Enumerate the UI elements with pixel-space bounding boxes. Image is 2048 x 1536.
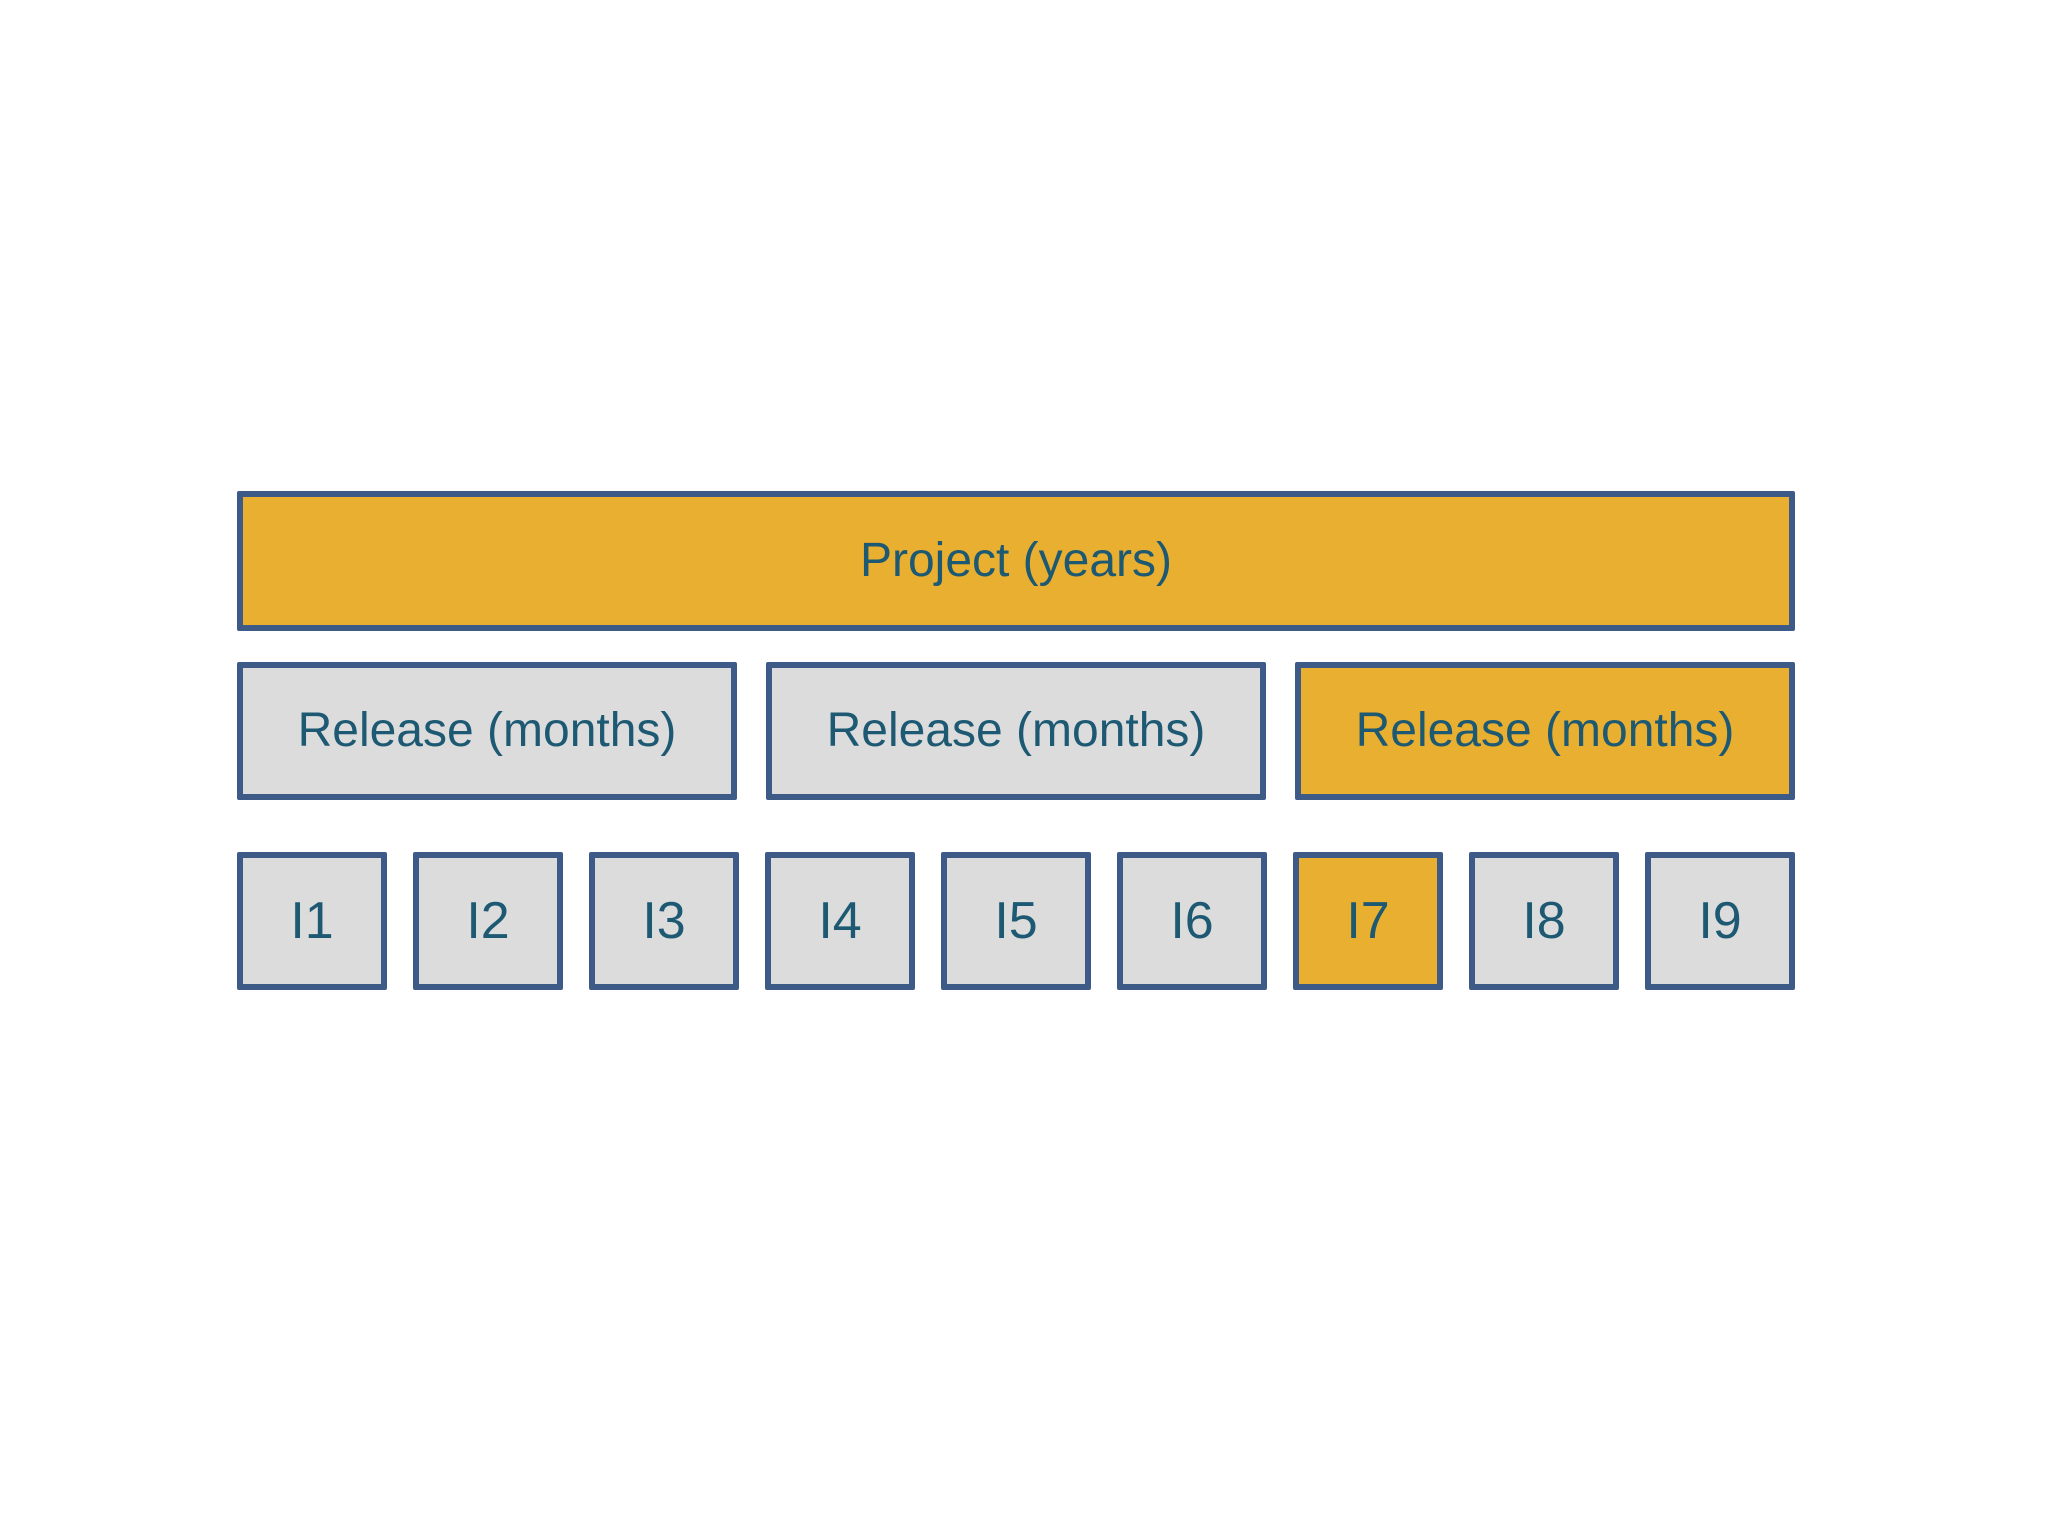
- iteration-box-i2-label: I2: [466, 892, 510, 950]
- iteration-box-i7-label: I7: [1346, 892, 1390, 950]
- iteration-box-i1: I1: [237, 852, 387, 990]
- iteration-box-i8: I8: [1469, 852, 1619, 990]
- release-box-2-label: Release (months): [826, 704, 1206, 757]
- release-box-1: Release (months): [237, 662, 737, 800]
- iteration-box-i9-label: I9: [1698, 892, 1742, 950]
- iteration-box-i3-label: I3: [642, 892, 686, 950]
- iteration-row: I1 I2 I3 I4 I5 I6 I7 I8: [237, 852, 1795, 990]
- release-box-3: Release (months): [1295, 662, 1795, 800]
- iteration-box-i4: I4: [765, 852, 915, 990]
- iteration-box-i1-label: I1: [290, 892, 334, 950]
- release-box-1-label: Release (months): [297, 704, 677, 757]
- iteration-box-i8-label: I8: [1522, 892, 1566, 950]
- release-box-3-label: Release (months): [1355, 704, 1735, 757]
- iteration-box-i3: I3: [589, 852, 739, 990]
- iteration-box-i6-label: I6: [1170, 892, 1214, 950]
- release-box-2: Release (months): [766, 662, 1266, 800]
- iteration-box-i9: I9: [1645, 852, 1795, 990]
- iteration-box-i4-label: I4: [818, 892, 862, 950]
- iteration-box-i2: I2: [413, 852, 563, 990]
- project-bar-label: Project (years): [859, 534, 1173, 587]
- release-row: Release (months) Release (months) Releas…: [237, 662, 1795, 800]
- agile-timebox-diagram: Project (years) Release (months) Release…: [237, 491, 1795, 990]
- iteration-box-i5: I5: [941, 852, 1091, 990]
- iteration-box-i5-label: I5: [994, 892, 1038, 950]
- iteration-box-i6: I6: [1117, 852, 1267, 990]
- iteration-box-i7: I7: [1293, 852, 1443, 990]
- project-bar: Project (years): [237, 491, 1795, 631]
